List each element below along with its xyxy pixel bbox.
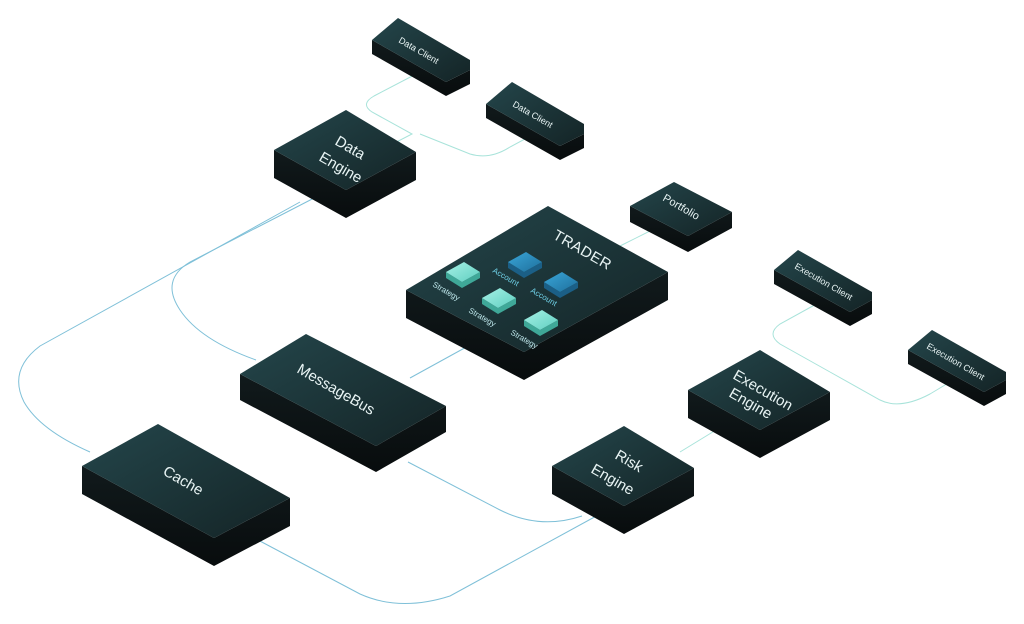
execution-client-2-block[interactable]: Execution Client	[908, 330, 1006, 406]
portfolio-block[interactable]: Portfolio	[630, 182, 732, 252]
connector-data-client-1	[349, 71, 421, 167]
account-cube-2	[544, 272, 578, 298]
data-engine-block[interactable]: Data Engine	[274, 110, 416, 218]
strategy-cube-1	[446, 262, 480, 288]
cache-block[interactable]: Cache	[82, 424, 290, 566]
risk-engine-block[interactable]: Risk Engine	[552, 426, 694, 534]
connections	[18, 71, 951, 604]
connector-trader-bus	[409, 344, 471, 379]
connector-cache-risk	[257, 513, 601, 604]
connector-exec-risk	[679, 429, 717, 453]
data-client-1-block[interactable]: Data Client	[372, 18, 470, 96]
strategy-cube-3	[524, 310, 558, 336]
connector-bus-risk	[407, 461, 583, 523]
execution-engine-block[interactable]: Execution Engine	[688, 350, 830, 458]
connector-data-engine-bus	[171, 195, 319, 361]
connector-exec-client-2	[829, 371, 951, 405]
execution-client-1-block[interactable]: Execution Client	[774, 250, 872, 326]
connector-exec-client-1	[772, 301, 831, 373]
connector-data-client-2	[419, 132, 537, 157]
trader-block[interactable]: TRADER Account Account Strategy Strategy…	[406, 206, 668, 380]
data-client-2-block[interactable]: Data Client	[486, 82, 584, 160]
message-bus-block[interactable]: MessageBus	[240, 334, 446, 472]
connector-data-engine-cache	[18, 201, 301, 453]
strategy-cube-2	[482, 288, 516, 314]
account-cube-1	[508, 252, 542, 278]
